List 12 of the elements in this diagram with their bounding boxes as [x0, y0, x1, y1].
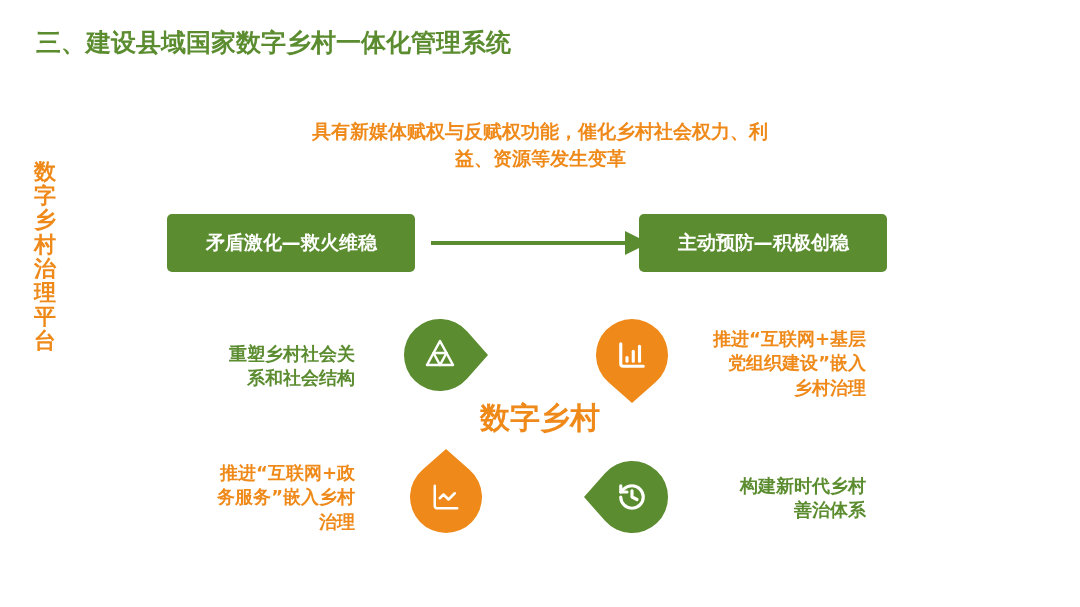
feature-text: 重塑乡村社会关系和社会结构: [228, 342, 355, 391]
process-box: [639, 214, 887, 272]
process-box: [167, 214, 415, 272]
title: 三、建设县域国家数字乡村一体化管理系统: [36, 27, 511, 59]
center-label: 数字乡村: [478, 399, 601, 437]
vertical-heading: 数字乡村治理平台: [34, 160, 56, 354]
feature-text: 推进“互联网+基层党组织建设”嵌入乡村治理: [712, 327, 866, 400]
feature-text: 构建新时代乡村善治体系: [738, 474, 866, 523]
note-text: 具有新媒体赋权与反赋权功能，催化乡村社会权力、利益、资源等发生变革: [311, 119, 769, 171]
box-label: 主动预防—积极创稳: [677, 230, 849, 255]
box-label: 矛盾激化—救火维稳: [205, 230, 377, 255]
feature-text: 推进“互联网+政务服务”嵌入乡村治理: [216, 461, 355, 534]
